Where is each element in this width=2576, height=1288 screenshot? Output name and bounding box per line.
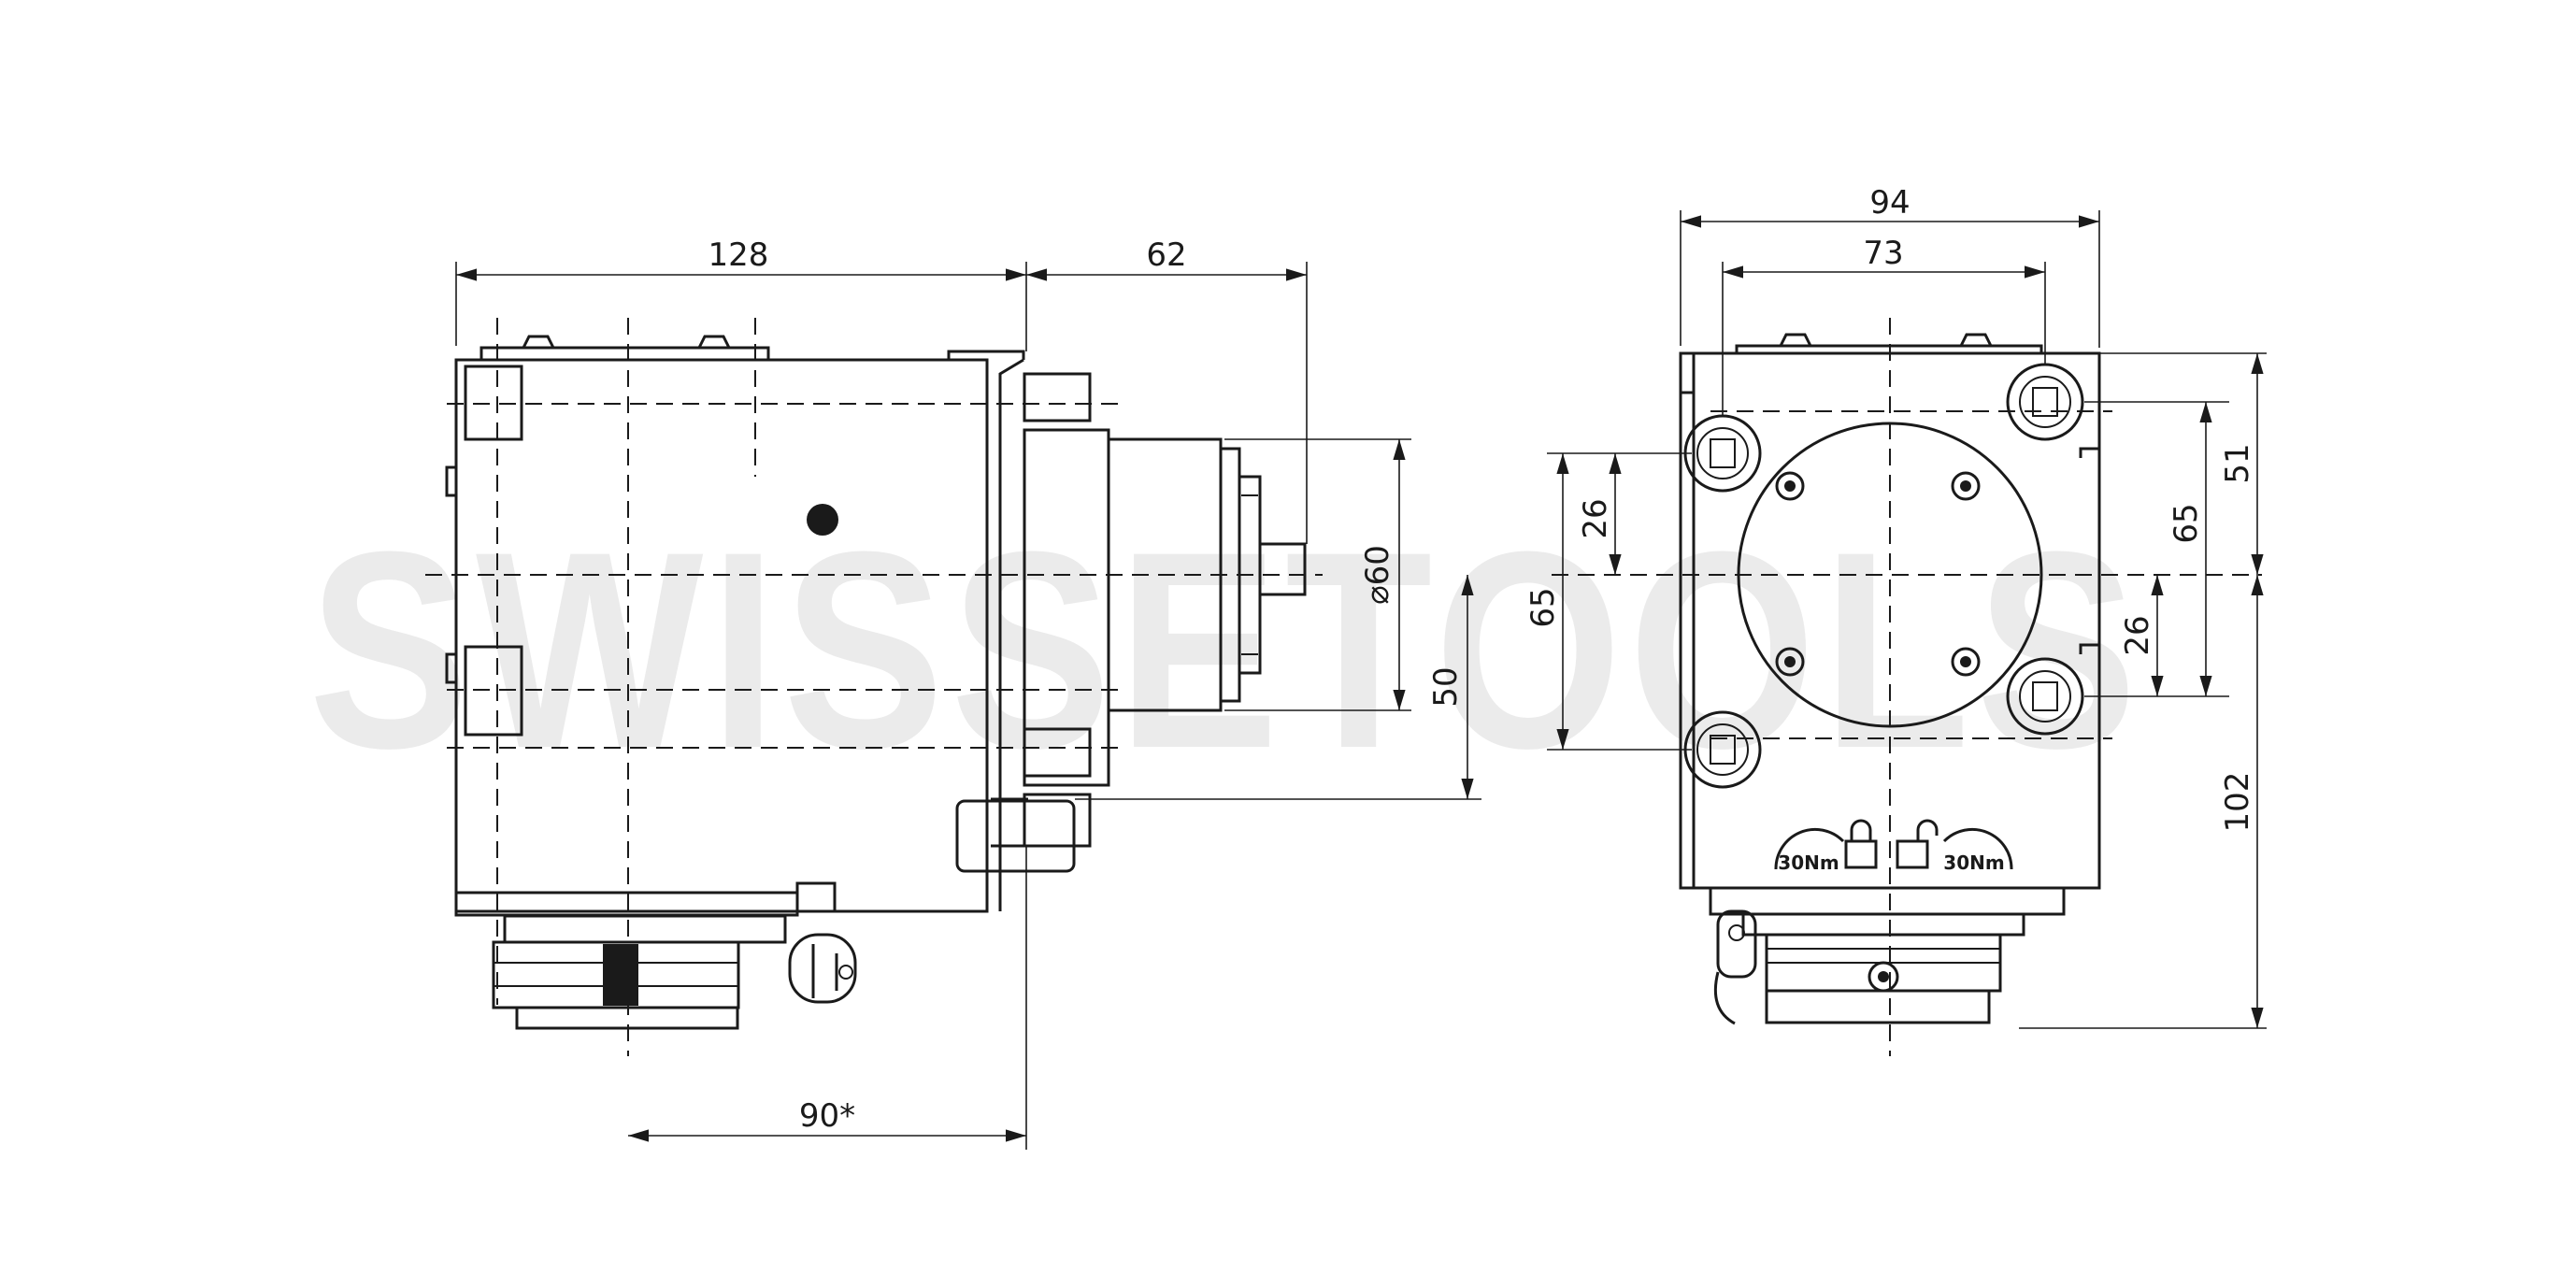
- watermark: SWISSETOOLS: [308, 493, 2144, 807]
- side-spindle-shaft: [1258, 542, 1307, 596]
- side-coupling-top: [503, 914, 787, 944]
- side-pocket-lower: [464, 645, 523, 737]
- dim-90: 90*: [799, 1097, 855, 1135]
- side-flange: [1023, 428, 1110, 787]
- side-coupling-lines: [494, 962, 738, 987]
- dim-diameter-60: ⌀60: [1359, 545, 1396, 605]
- side-view: 128 62 ⌀60 50 90*: [425, 236, 1481, 1150]
- torque-label-left: 30Nm: [1778, 852, 1839, 874]
- side-oil-plug: [807, 504, 838, 536]
- front-top-lugs: [1779, 333, 1993, 347]
- dim-right-26: 26: [2119, 615, 2156, 655]
- side-top-step: [947, 350, 1025, 360]
- side-flange-top-lug: [1023, 372, 1092, 422]
- side-top-rail: [479, 346, 770, 360]
- front-right-steps: [2079, 447, 2099, 654]
- dim-50: 50: [1427, 666, 1465, 707]
- side-hidden-lines: [447, 403, 1122, 749]
- front-hidden-lines: [1710, 410, 2112, 739]
- front-spindle-disk: [1737, 422, 2043, 728]
- front-lock-symbols: 30Nm 30Nm: [1774, 819, 2013, 874]
- side-lever: [788, 933, 857, 1004]
- front-coupling-foot: [1765, 989, 1991, 1024]
- side-flange-low-lug: [1023, 727, 1092, 778]
- side-flange-steps: [991, 797, 1028, 848]
- dim-right-51: 51: [2219, 443, 2256, 483]
- front-view: 30Nm 30Nm 94 73: [1524, 184, 2267, 1056]
- unlocked-icon: [1896, 839, 1929, 869]
- side-body-outline: [454, 358, 989, 913]
- side-chamfer: [998, 358, 1024, 911]
- front-coupling-screw: [1868, 961, 1899, 993]
- side-lower-clamp: [955, 799, 1076, 873]
- locked-icon: [1844, 839, 1878, 869]
- dim-128: 128: [708, 236, 769, 274]
- front-coupling-top: [1741, 912, 2025, 937]
- torque-label-right: 30Nm: [1943, 852, 2004, 874]
- side-lever-pin: [838, 965, 853, 980]
- front-ext-73: [1722, 262, 2046, 416]
- side-flange-bottom-lug: [1023, 793, 1092, 848]
- side-top-lugs: [522, 335, 731, 349]
- dim-right-65: 65: [2168, 503, 2205, 543]
- front-ext-94: [1680, 210, 2100, 348]
- torque-arc-right: [1942, 827, 2013, 870]
- dim-102: 102: [2219, 772, 2256, 833]
- dim-62: 62: [1146, 236, 1186, 274]
- front-small-screws: [1775, 471, 1981, 677]
- dim-left-65: 65: [1524, 587, 1562, 627]
- dim-73: 73: [1863, 235, 1903, 272]
- side-coupling-knurl: [603, 944, 638, 1006]
- front-ext-left: [1547, 452, 1692, 751]
- torque-arc-left: [1774, 827, 1845, 870]
- front-left-edge: [1679, 353, 1696, 888]
- dim-left-26: 26: [1577, 498, 1614, 538]
- side-ext-lines-diameter: [1224, 438, 1411, 711]
- front-lever: [1716, 909, 1757, 979]
- side-left-bumps: [445, 465, 456, 684]
- front-ext-right: [2019, 352, 2267, 1029]
- side-hidden-verticals: [496, 318, 756, 1005]
- side-lever-detail: [811, 944, 838, 998]
- side-spindle-marks: [1241, 494, 1258, 655]
- front-lever-curve: [1713, 971, 1736, 1025]
- front-coupling-lines: [1767, 948, 2000, 964]
- front-base-plate: [1709, 886, 2066, 916]
- side-pocket-top: [464, 365, 523, 441]
- side-base-block: [795, 881, 837, 913]
- dim-94: 94: [1869, 184, 1910, 222]
